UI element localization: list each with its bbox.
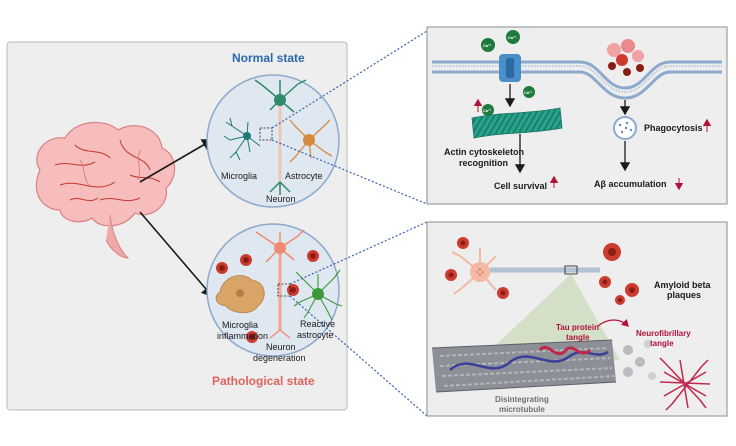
pathological-state-title: Pathological state — [212, 374, 315, 388]
path-reactive-label-1: Reactive — [300, 319, 335, 329]
tau-label-1: Tau protein — [556, 323, 599, 332]
neurofibrillary-tangle-icon — [659, 357, 711, 411]
top-detail-panel — [426, 26, 728, 205]
pathological-state-circle — [206, 223, 340, 357]
bottom-plaque-icons — [445, 237, 639, 305]
normal-neuron-label: Neuron — [266, 194, 296, 204]
inflamed-microglia-icon — [215, 275, 265, 314]
arrow-to-pathological — [139, 211, 214, 298]
pathological-neuron-icon — [255, 229, 305, 339]
normal-state-title: Normal state — [232, 51, 305, 65]
amyloid-label-1: Amyloid beta — [654, 280, 712, 290]
cell-survival-label: Cell survival — [494, 181, 547, 191]
zoom-beam — [480, 274, 620, 360]
actin-label-2: recognition — [459, 158, 508, 168]
amyloid-label-2: plaques — [667, 290, 701, 300]
ion-label-2: Ca²⁺ — [508, 35, 517, 40]
microtubule-label-2: microtubule — [499, 405, 545, 414]
normal-neuron-icon — [254, 79, 307, 195]
tau-label-2: tangle — [566, 333, 590, 342]
normal-astrocyte-label: Astrocyte — [285, 171, 323, 181]
zoom-connector-lines — [271, 30, 428, 417]
pathological-zoom-box — [277, 283, 291, 297]
ion-label-1: Ca²⁺ — [483, 43, 492, 48]
normal-astrocyte-icon — [289, 119, 333, 163]
brain-icon — [35, 121, 176, 259]
reactive-astrocyte-icon — [293, 269, 343, 321]
nft-label-1: Neurofibrillary — [636, 329, 691, 338]
actin-filament-icon — [471, 107, 563, 139]
normal-microglia-label: Microglia — [221, 171, 257, 181]
tubulin-debris-icons — [623, 340, 656, 380]
ion-label-3: Ca²⁺ — [524, 90, 533, 95]
abeta-label: Aβ accumulation — [594, 179, 667, 189]
path-microglia-label-2: inflammation — [217, 331, 268, 341]
bottom-neuron-icon — [451, 248, 600, 295]
nft-label-2: tangle — [650, 339, 674, 348]
microtubule-icon — [431, 339, 617, 393]
ion-label-4: Ca²⁺ — [483, 108, 492, 113]
tau-to-nft-arrow — [597, 318, 629, 327]
amyloid-cluster-icon — [607, 39, 644, 76]
cell-membrane — [432, 60, 722, 100]
phagosome-vesicle-icon — [613, 116, 637, 140]
calcium-ion-icons: Ca²⁺ Ca²⁺ Ca²⁺ Ca²⁺ — [481, 30, 535, 116]
path-reactive-label-2: astrocyte — [297, 330, 334, 340]
phagocytosis-label: Phagocytosis — [644, 123, 703, 133]
normal-microglia-icon — [223, 117, 261, 161]
path-neuron-label-1: Neuron — [266, 342, 296, 352]
arrow-to-normal — [139, 139, 214, 183]
path-microglia-label-1: Microglia — [222, 320, 258, 330]
microtubule-label-1: Disintegrating — [495, 395, 549, 404]
actin-label-1: Actin cytoskeleton — [444, 147, 524, 157]
calcium-channel-icon — [499, 54, 521, 82]
plaque-icons — [216, 250, 319, 343]
path-neuron-label-2: degeneration — [253, 353, 306, 363]
normal-zoom-box — [259, 127, 273, 141]
